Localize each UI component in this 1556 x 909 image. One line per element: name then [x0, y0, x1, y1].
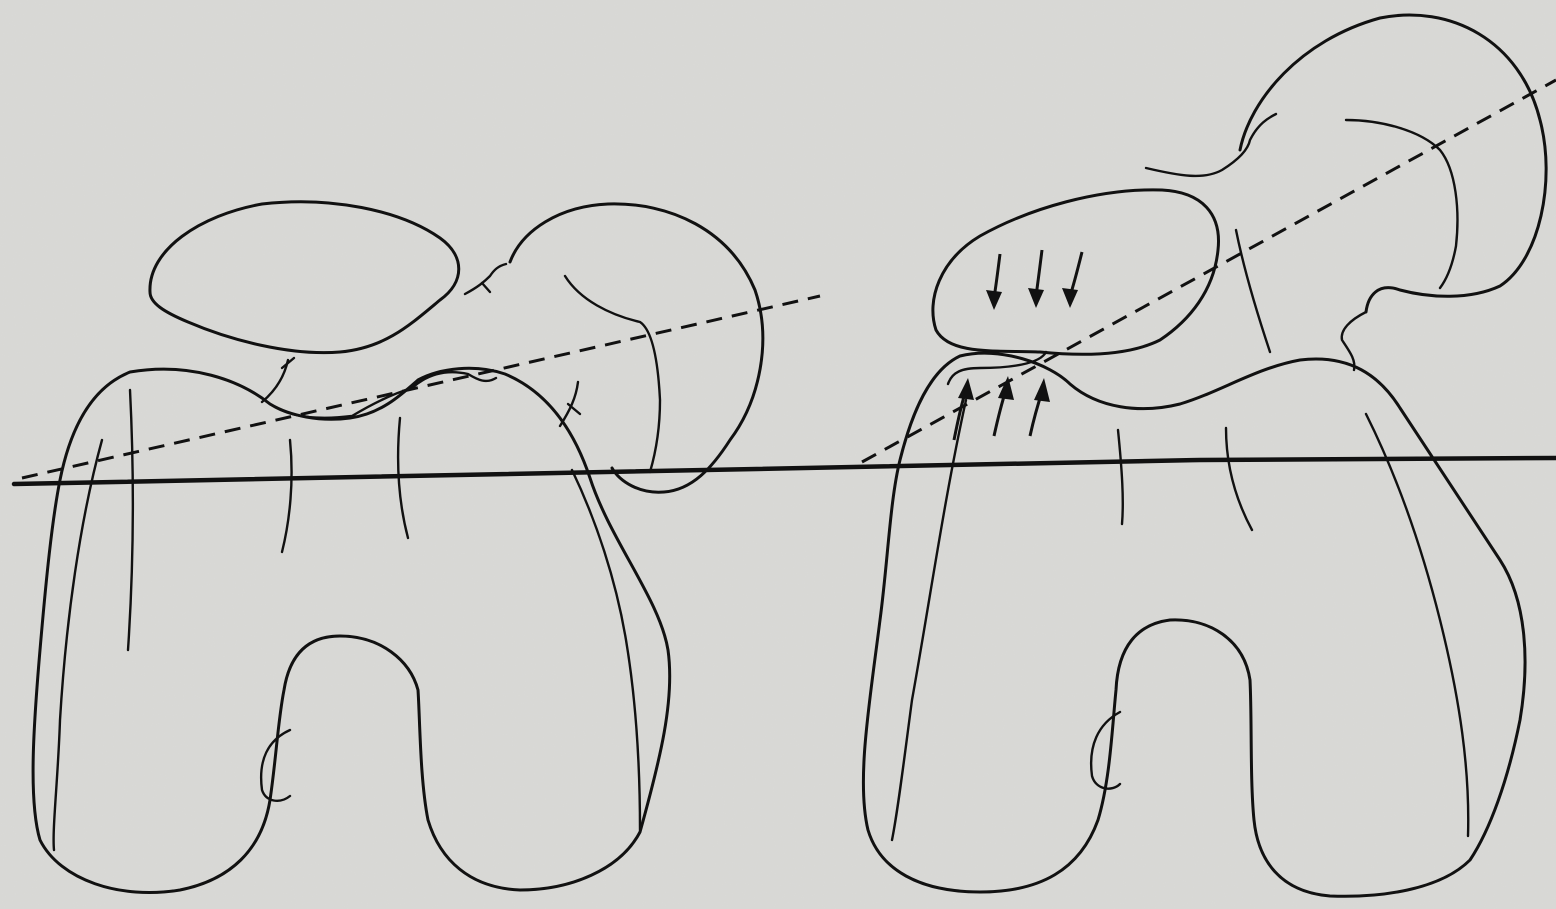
- figure-stage: [0, 0, 1556, 909]
- knee-diagram: [0, 0, 1556, 909]
- paper-texture: [0, 0, 1556, 909]
